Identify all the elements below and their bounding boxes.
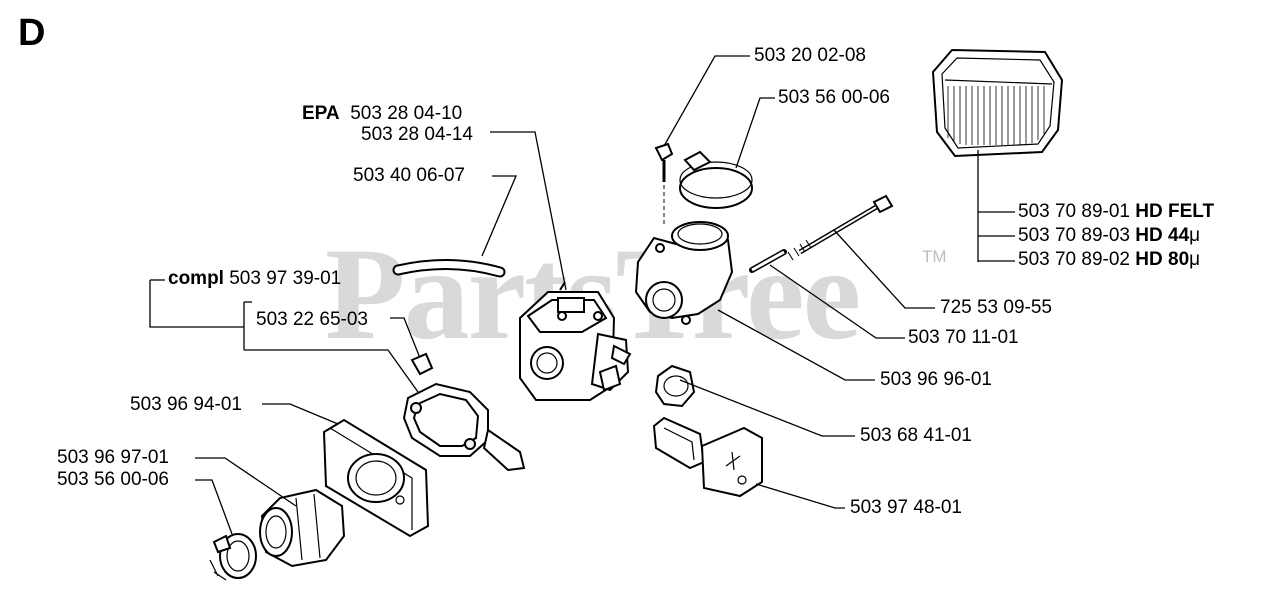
intake-boot-drawing xyxy=(259,488,346,568)
watermark-trademark: TM xyxy=(922,247,947,266)
filter-felt-tag: HD FELT xyxy=(1135,201,1215,222)
label-filter-44: 503 70 89-03 HD 44μ xyxy=(1018,226,1200,246)
carburetor-drawing xyxy=(519,281,632,401)
label-carburetor: 503 28 04-14 xyxy=(361,124,473,145)
small-gasket-drawing xyxy=(410,352,434,376)
intake-plate-drawing xyxy=(322,418,430,538)
label-adapter: 503 96 96-01 xyxy=(880,369,992,390)
choke-knob-drawing xyxy=(654,364,696,408)
label-carburetor-epa: EPA 503 28 04-10 xyxy=(302,104,462,124)
label-intake-plate: 503 96 94-01 xyxy=(130,394,242,415)
filter-felt-number: 503 70 89-01 xyxy=(1018,201,1130,222)
compl-number: 503 97 39-01 xyxy=(229,268,342,289)
adapter-drawing xyxy=(634,221,734,325)
filter-44-number: 503 70 89-03 xyxy=(1018,225,1130,246)
screw-drawing xyxy=(654,142,674,225)
label-choke-control: 503 97 48-01 xyxy=(850,497,962,518)
label-filter-80: 503 70 89-02 HD 80μ xyxy=(1018,250,1200,270)
choke-control-drawing xyxy=(652,416,763,498)
label-fuel-hose: 503 40 06-07 xyxy=(353,165,465,186)
gasket-clip-drawing xyxy=(402,382,526,472)
bottom-clamp-drawing xyxy=(209,533,257,581)
filter-44-unit: μ xyxy=(1189,225,1201,246)
bolt-drawing xyxy=(787,194,894,261)
upper-clamp-drawing xyxy=(679,150,753,209)
carburetor-epa-number: 503 28 04-10 xyxy=(350,103,463,124)
filter-80-unit: μ xyxy=(1189,249,1201,270)
label-screw: 503 20 02-08 xyxy=(754,45,866,66)
label-filter-felt: 503 70 89-01 HD FELT xyxy=(1018,202,1214,222)
label-bolt: 725 53 09-55 xyxy=(940,297,1052,318)
compl-tag: compl xyxy=(168,268,224,289)
label-upper-clamp: 503 56 00-06 xyxy=(778,87,890,108)
label-gasket-kit: 503 22 65-03 xyxy=(256,309,368,330)
label-bottom-clamp: 503 56 00-06 xyxy=(57,469,169,490)
filter-44-tag: HD 44 xyxy=(1135,225,1190,246)
label-choke-knob: 503 68 41-01 xyxy=(860,425,972,446)
air-filter-drawing xyxy=(931,48,1064,158)
label-sleeve: 503 70 11-01 xyxy=(908,327,1019,348)
filter-80-number: 503 70 89-02 xyxy=(1018,249,1130,270)
label-intake-boot: 503 96 97-01 xyxy=(57,447,169,468)
label-complete-kit: compl 503 97 39-01 xyxy=(168,269,341,289)
sleeve-drawing xyxy=(749,249,787,273)
section-letter: D xyxy=(18,12,46,54)
filter-80-tag: HD 80 xyxy=(1135,249,1190,270)
epa-tag: EPA xyxy=(302,103,340,124)
